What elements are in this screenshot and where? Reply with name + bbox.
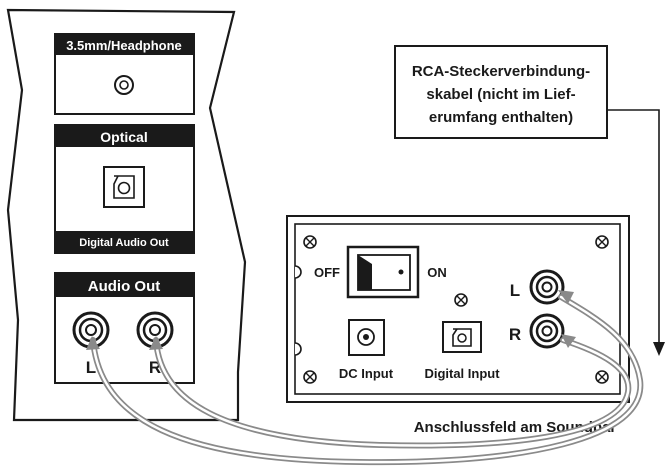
cable-arrow-icon [149, 336, 163, 350]
screw-icon [595, 235, 609, 249]
digital-input-port-icon [442, 321, 482, 353]
power-switch [346, 245, 420, 299]
headphone-jack-icon [114, 75, 134, 95]
soundbar-connection-panel: OFF ON DC Input Digital Input L R [286, 215, 630, 436]
soundbar-rca-left-icon [529, 269, 565, 305]
switch-on-label: ON [427, 265, 447, 280]
screw-icon [454, 293, 468, 307]
dc-input-port-icon [348, 319, 385, 356]
digital-input-label: Digital Input [424, 366, 500, 381]
dc-input-label: DC Input [339, 366, 394, 381]
audio-out-module: Audio Out L R [54, 272, 195, 384]
rca-cables [86, 290, 644, 466]
device-rear-panel: 3.5mm/Headphone Optical Digital Audio Ou… [6, 8, 247, 422]
headphone-module: 3.5mm/Headphone [54, 33, 195, 115]
digital-audio-out-label: Digital Audio Out [79, 237, 169, 249]
cable-arrow-icon [558, 290, 574, 304]
cable-callout: RCA-Steckerverbindung- skabel (nicht im … [394, 45, 665, 356]
optical-label: Optical [100, 129, 147, 145]
screw-icon [303, 370, 317, 384]
screw-icon [303, 235, 317, 249]
optical-module: Optical Digital Audio Out [54, 124, 195, 254]
callout-line-2: skabel (nicht im Lief- [426, 86, 575, 103]
screw-icon [595, 370, 609, 384]
rca-jack-right-icon [136, 311, 174, 349]
callout-line-1: RCA-Steckerverbindung- [412, 63, 590, 80]
switch-off-label: OFF [314, 265, 340, 280]
cable-arrow-icon [561, 334, 576, 348]
soundbar-rca-right-icon [529, 313, 565, 349]
audio-out-label: Audio Out [88, 278, 160, 295]
rca-jack-left-icon [72, 311, 110, 349]
callout-arrow-icon [653, 342, 665, 356]
callout-box [394, 45, 608, 139]
callout-leader-line [607, 109, 660, 350]
headphone-label: 3.5mm/Headphone [66, 38, 182, 53]
soundbar-left-channel-label: L [510, 281, 520, 300]
soundbar-right-channel-label: R [509, 325, 521, 344]
optical-port-icon [103, 166, 145, 208]
cable-arrow-icon [86, 336, 100, 350]
callout-line-3: erumfang enthalten) [429, 109, 573, 126]
device-left-channel-label: L [86, 358, 96, 377]
